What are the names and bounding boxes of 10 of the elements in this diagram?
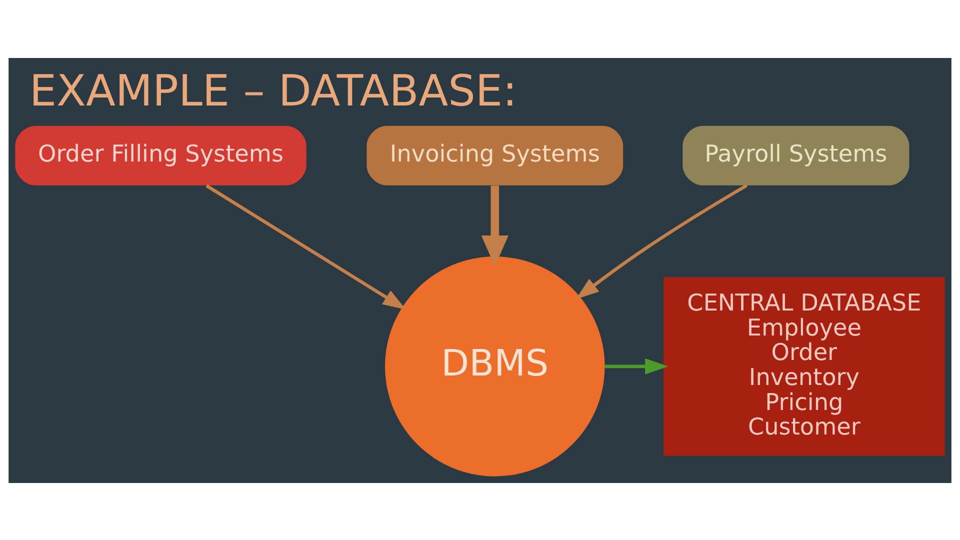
arrow: [206, 184, 406, 310]
arrow: [481, 185, 508, 266]
node-box: Order Filling Systems: [15, 125, 306, 185]
node-box: CENTRAL DATABASE Employee Order Inventory Pricing Customer: [664, 276, 945, 456]
node-box: Payroll Systems: [682, 125, 910, 185]
arrow: [576, 183, 748, 299]
node-box: Invoicing Systems: [366, 125, 624, 185]
node-circle: DBMS: [385, 256, 605, 476]
diagram-title: EXAMPLE – DATABASE:: [29, 66, 518, 116]
arrow: [604, 358, 668, 374]
